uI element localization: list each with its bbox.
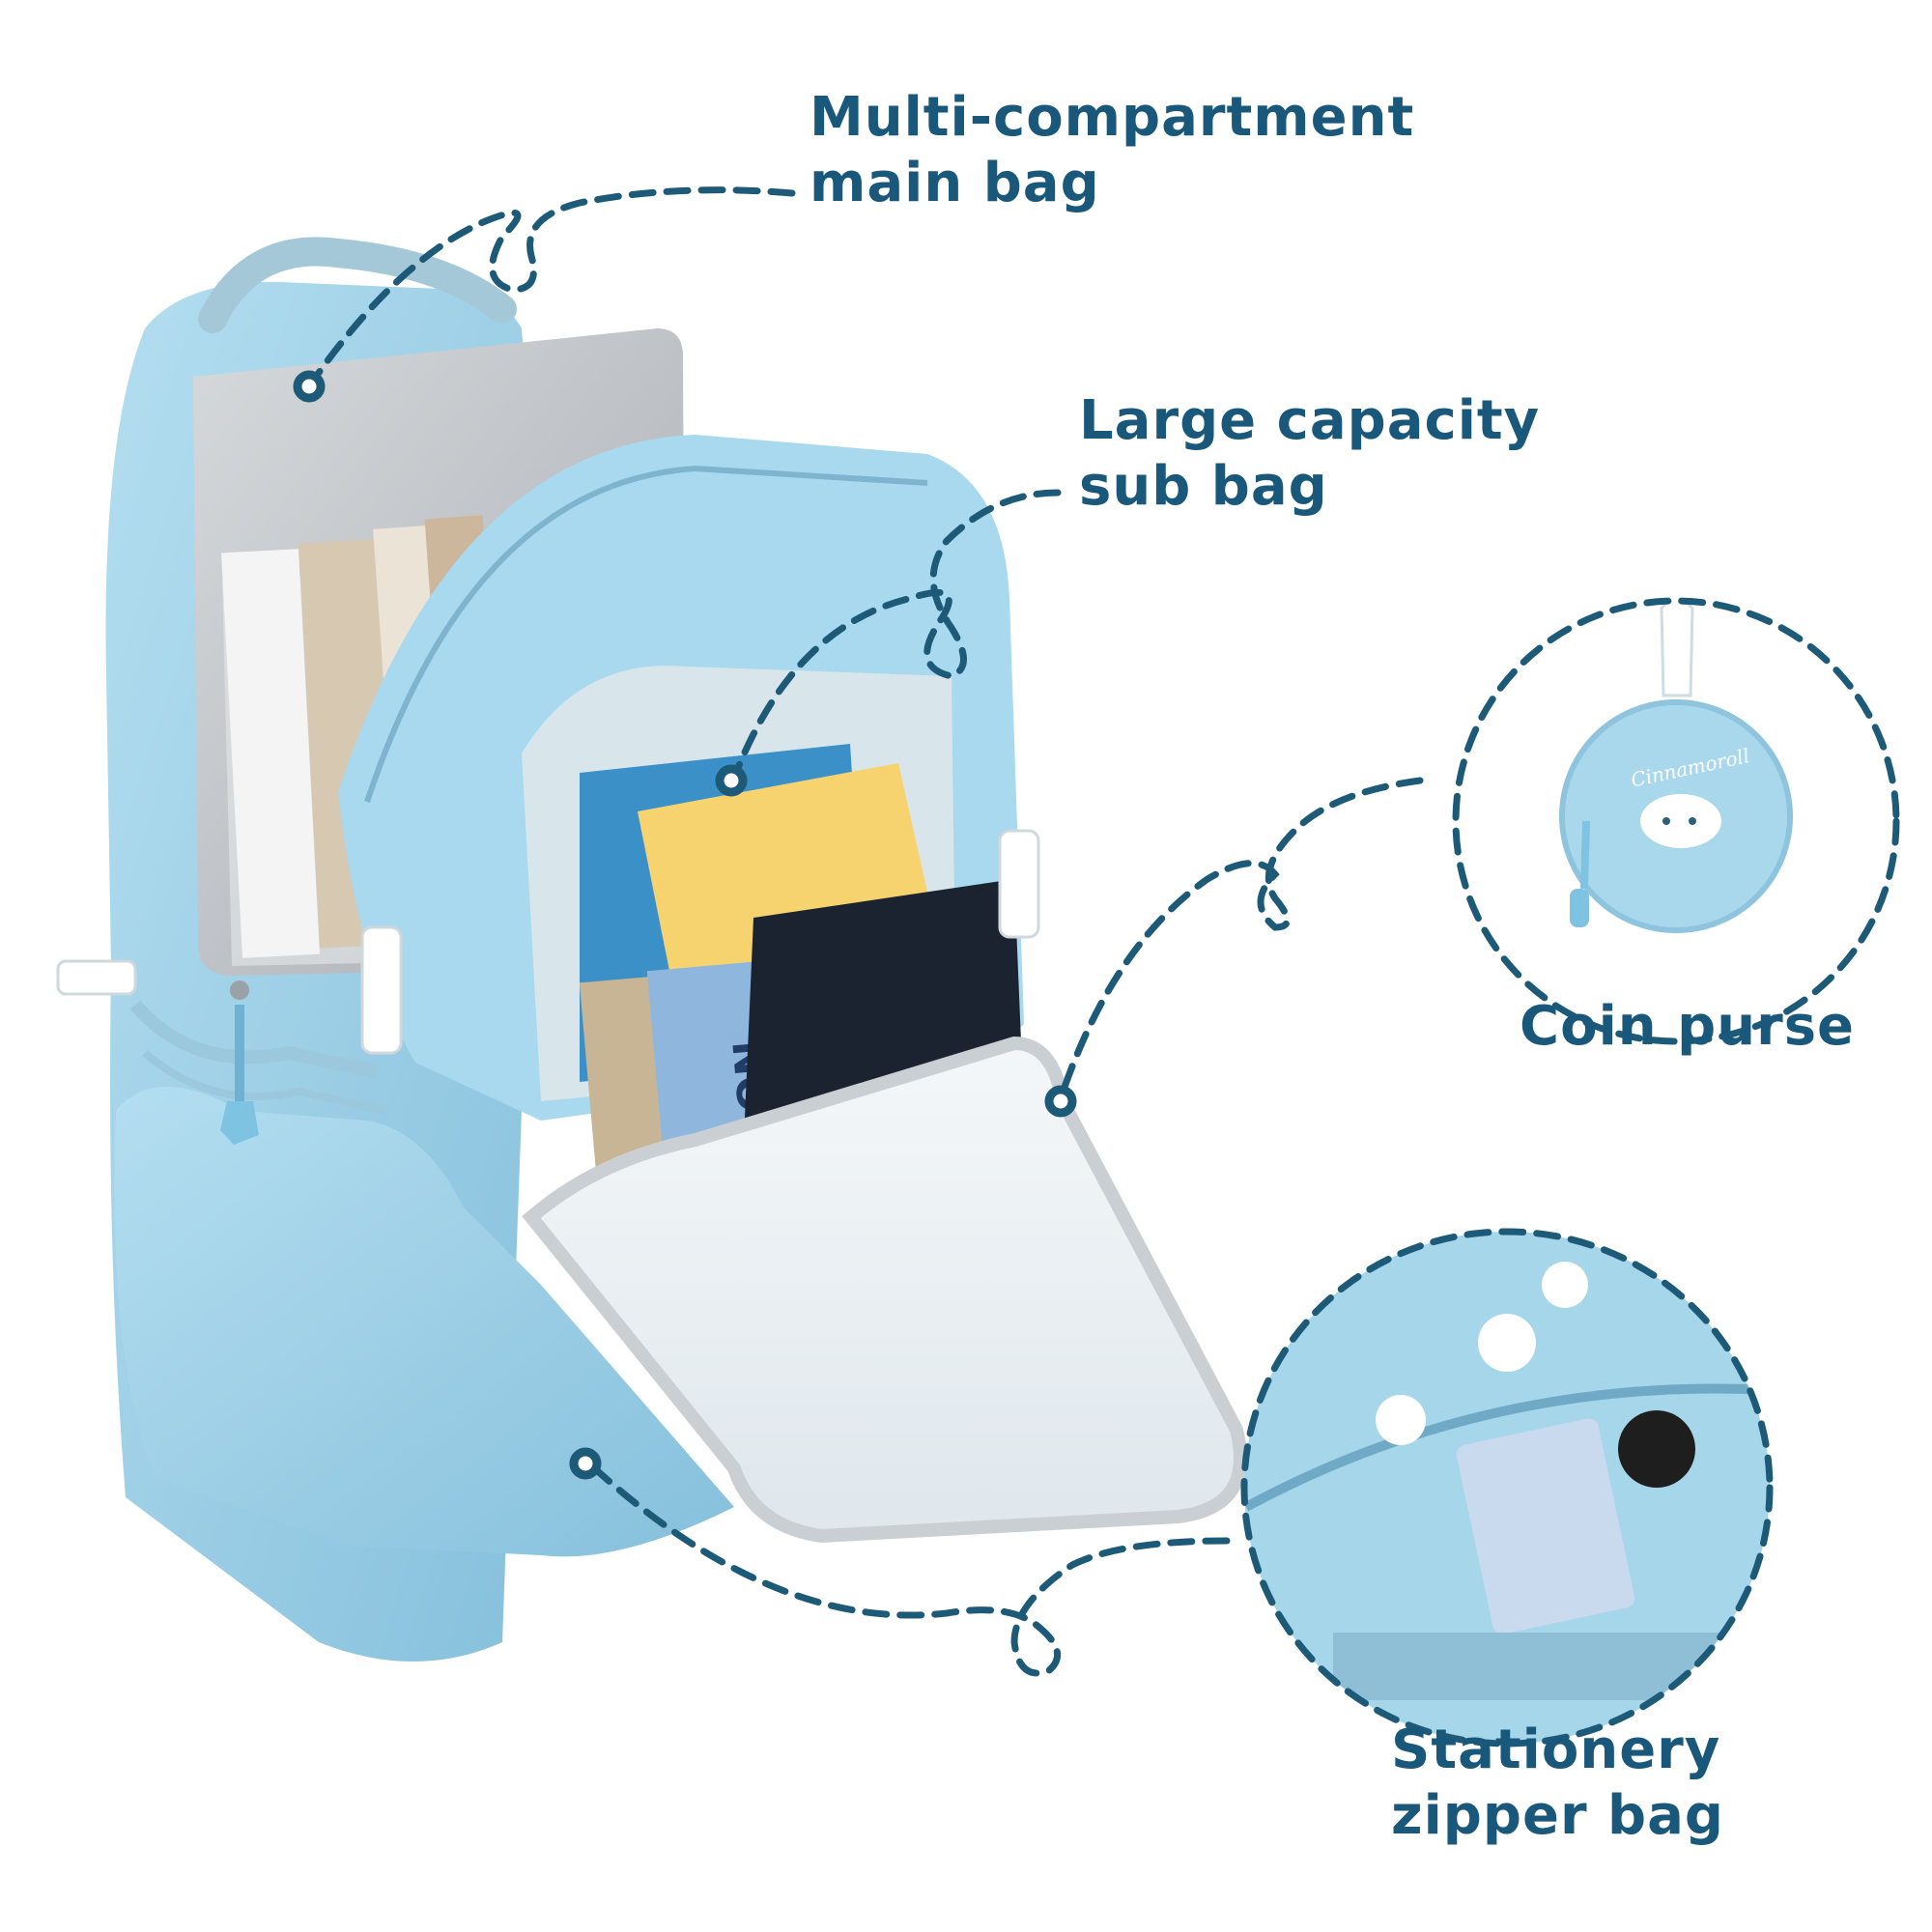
callout-label-sub-bag: Large capacity sub bag: [1079, 388, 1540, 520]
front-pocket-flap: [522, 1036, 1247, 1544]
backpack-lower: [114, 1000, 735, 1557]
callout-dot-coin-purse: [1044, 1085, 1077, 1118]
callout-main-bag-line1: Multi-compartment: [810, 86, 1415, 149]
side-buckles: [56, 829, 1040, 1055]
callout-stationery-line1: Stationery: [1391, 1719, 1721, 1781]
callout-lines: [305, 186, 1900, 1747]
callout-coin-purse-line1: Coin purse: [1520, 995, 1856, 1058]
callout-sub-bag-line1: Large capacity: [1079, 389, 1541, 452]
callout-label-stationery-bag: Stationery zipper bag: [1391, 1718, 1724, 1849]
zipper-pulls: [220, 980, 259, 1145]
coin-purse-detail: Cinnamoroll: [1456, 601, 1896, 1041]
callout-dot-main-bag: [293, 370, 326, 403]
stationery-bag-detail: [1244, 1232, 1770, 1744]
callout-label-main-bag: Multi-compartment main bag: [810, 85, 1414, 216]
callout-main-bag-line2: main bag: [810, 152, 1100, 214]
callout-dots: [293, 370, 1077, 1480]
callout-label-coin-purse: Coin purse: [1520, 994, 1855, 1060]
callout-stationery-line2: zipper bag: [1391, 1784, 1725, 1847]
callout-dot-sub-bag: [715, 764, 748, 797]
callout-sub-bag-line2: sub bag: [1079, 455, 1328, 518]
callout-dot-stationery: [569, 1447, 602, 1480]
